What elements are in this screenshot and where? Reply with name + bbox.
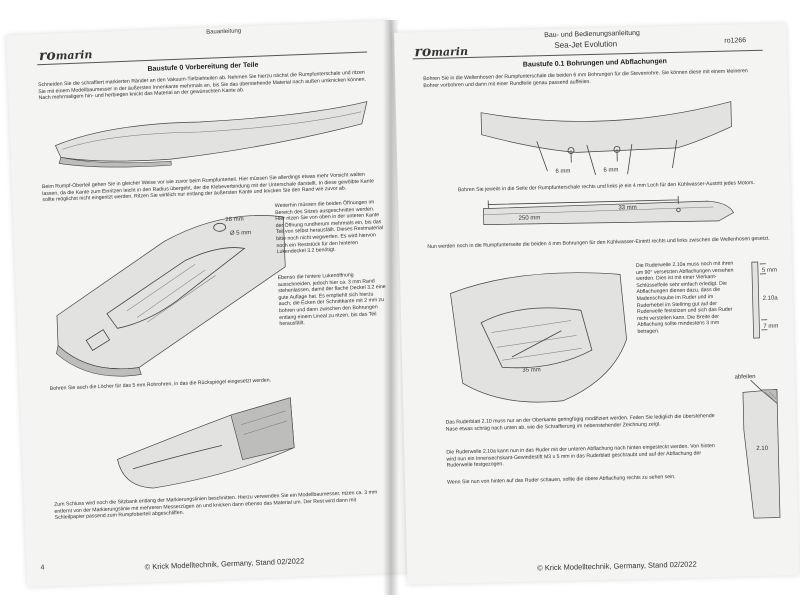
rudder-shaft-drawing: 5 mm 2.10a 7 mm [751, 261, 779, 339]
footer-copyright: © Krick Modelltechnik, Germany, Stand 02… [144, 556, 305, 572]
paragraph-rudder-check: Wenn Sie nun von hinten auf das Ruder sc… [446, 474, 676, 486]
paragraph-rudder-assembly: Die Ruderwelle 2.10a kann nun in das Rud… [446, 443, 715, 469]
footer-copyright: © Krick Modelltechnik, Germany, Stand 02… [537, 559, 697, 573]
paragraph-seat-openings: Weiterhin müssen die beiden Öffnungen im… [274, 199, 384, 256]
paragraph-rudder-shaft: Die Ruderwelle 2.10a muss noch mit ihren… [635, 260, 734, 335]
dim-6mm-right: 6 mm [603, 167, 618, 173]
section-title: Baustufe 0 Vorbereitung der Teile [147, 61, 259, 73]
header-subtitle: Bau- und Bedienungsanleitung [544, 29, 640, 40]
paragraph-rudder-blade: Das Ruderblatt 2.10 muss nur an der Ober… [445, 413, 715, 433]
seat-bench-drawing [117, 397, 295, 489]
dim-5mm: 5 mm [762, 268, 777, 274]
header-model-name: Sea-Jet Evolution [554, 39, 618, 50]
cooling-inlet-drawing: 35 mm [450, 272, 627, 403]
label-part-210: 2.10 [756, 446, 768, 452]
label-abfeilen: abfeilen [735, 374, 756, 381]
hull-side-drawing: 250 mm 33 mm [483, 195, 735, 226]
article-number: ro1266 [724, 37, 747, 45]
header-title: Bauanleitung [206, 28, 242, 36]
label-part-210a: 2.10a [763, 295, 779, 301]
section-title: Baustufe 0.1 Bohrungen und Abflachungen [522, 58, 667, 69]
dim-250mm: 250 mm [519, 215, 541, 222]
dim-6mm-left: 6 mm [555, 169, 570, 175]
dim-5mm: Ø 5 mm [230, 230, 252, 237]
dim-33mm: 33 mm [618, 205, 636, 211]
page-number: 4 [40, 564, 45, 572]
dim-35mm: 35 mm [522, 367, 540, 373]
dim-28mm: 28 mm [225, 216, 244, 223]
dim-7mm: 7 mm [763, 323, 778, 329]
hull-top-drawing: 28 mm Ø 5 mm [56, 215, 286, 377]
hull-bottom-drawing [54, 101, 368, 168]
book-gutter [383, 20, 399, 595]
rudder-blade-drawing: abfeilen 2.10 [735, 374, 781, 519]
left-page: romarin Bauanleitung Baustufe 0 Vorberei… [6, 20, 412, 587]
paragraph-seat-bench: Zum Schluss wird noch die Sitzbank entla… [54, 489, 378, 522]
paragraph-rear-hatch: Ebenso die hintere Lukenöffnung ausschne… [277, 272, 386, 328]
right-page: romarin Bau- und Bedienungsanleitung Sea… [394, 23, 800, 585]
shaft-tunnels-drawing: 6 mm 6 mm [480, 101, 732, 176]
